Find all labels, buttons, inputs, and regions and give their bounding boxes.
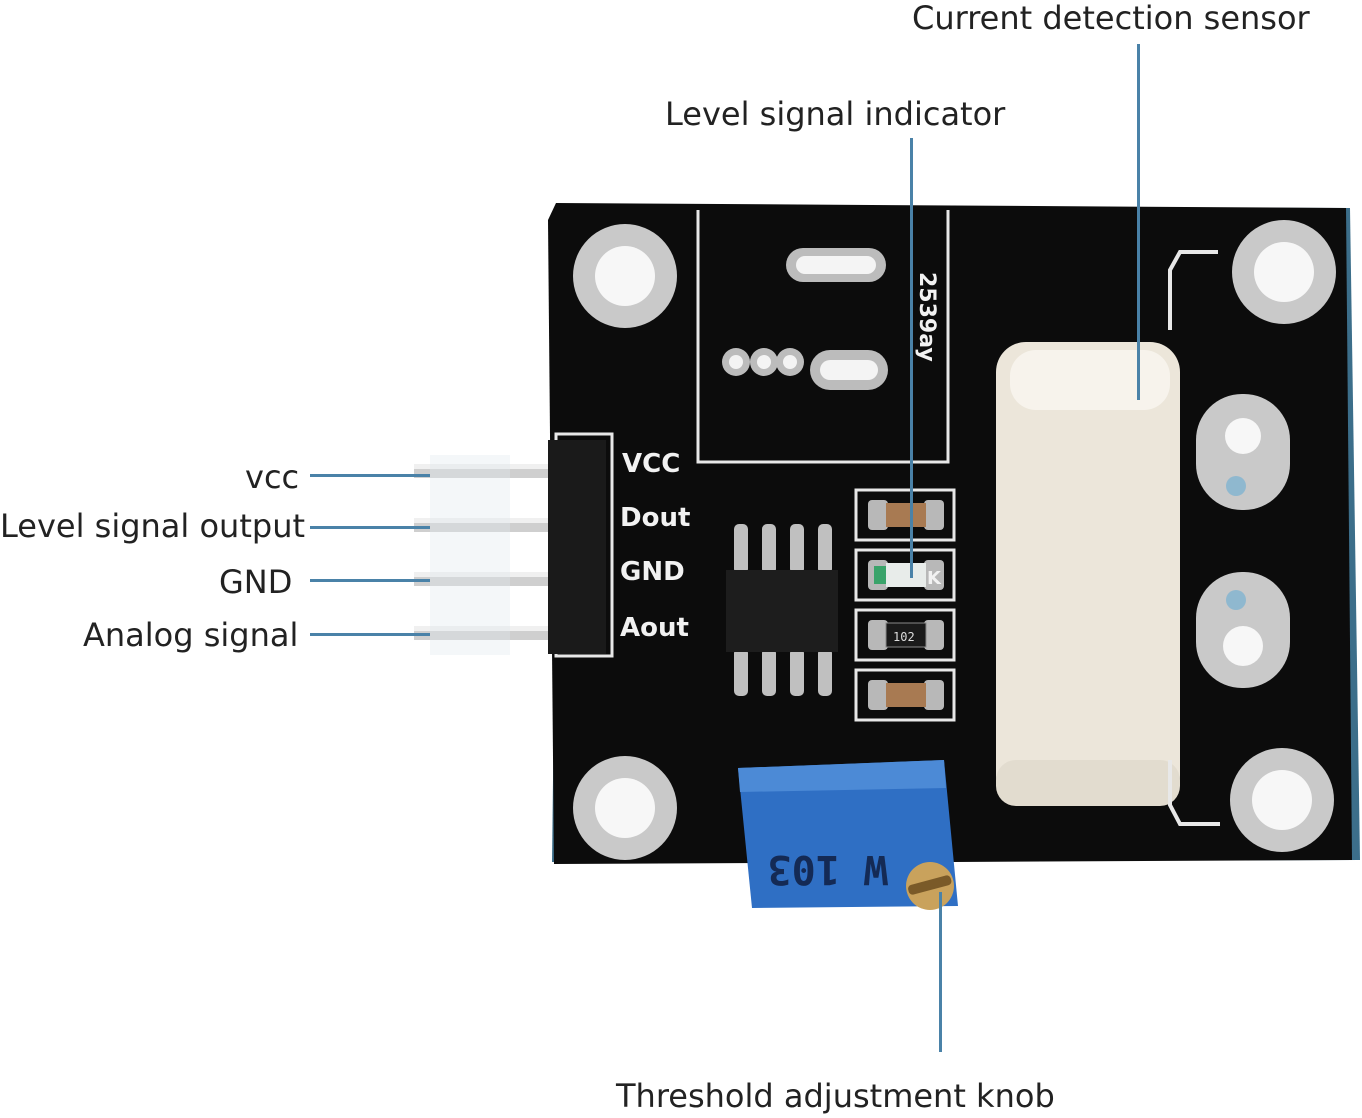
callout-analog-signal: Analog signal <box>83 616 299 654</box>
smd-resistor-102: 102 <box>854 608 956 662</box>
sensor-pads-bottom <box>1196 572 1290 688</box>
potentiometer: W 103 <box>738 760 958 910</box>
pin-label-gnd: GND <box>620 557 685 587</box>
smd-capacitor-1 <box>854 488 956 542</box>
via-row <box>722 348 804 376</box>
callout-vcc: vcc <box>245 458 300 496</box>
smd-led-indicator: K <box>854 548 956 602</box>
header-pins <box>414 440 606 655</box>
mounting-hole-top-right <box>1232 220 1336 324</box>
pin-label-vcc: VCC <box>622 449 680 479</box>
led-mark: K <box>927 568 942 589</box>
callout-gnd: GND <box>219 563 293 601</box>
ic-chip <box>726 524 838 696</box>
pin-label-aout: Aout <box>620 613 689 643</box>
callout-threshold-knob: Threshold adjustment knob <box>616 1077 1055 1115</box>
sensor-code-label: 2539ay <box>914 272 939 362</box>
mounting-hole-bottom-right <box>1230 748 1334 852</box>
smd-capacitor-2 <box>854 668 956 722</box>
callout-level-indicator: Level signal indicator <box>665 95 1006 133</box>
pot-marking: W 103 <box>768 846 888 892</box>
current-sensor-body <box>996 342 1180 806</box>
leader-lines <box>310 44 1140 1052</box>
footprint-outline <box>696 210 950 464</box>
mounting-hole-top-left <box>573 224 677 328</box>
pin-label-dout: Dout <box>620 503 690 533</box>
resistor-code: 102 <box>893 630 915 644</box>
sensor-outline <box>1168 250 1218 330</box>
callout-current-sensor: Current detection sensor <box>912 0 1310 37</box>
callout-level-output: Level signal output <box>0 507 306 545</box>
sensor-pads-top <box>1196 394 1290 510</box>
mounting-hole-bottom-left <box>573 756 677 860</box>
